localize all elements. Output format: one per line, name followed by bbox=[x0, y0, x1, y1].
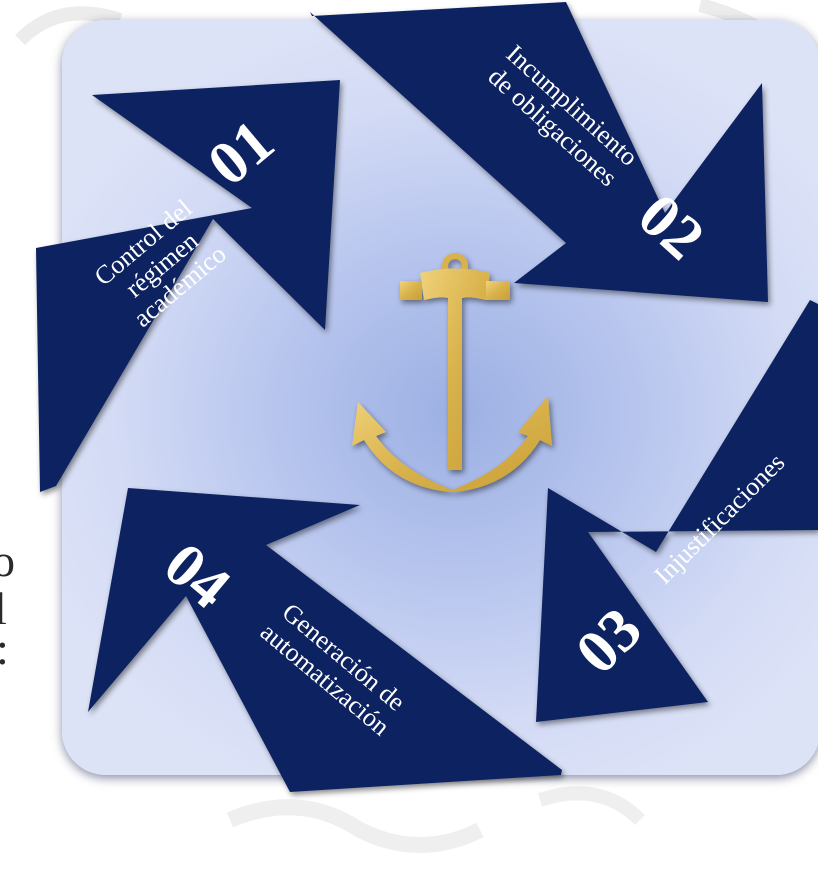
step-03-arrow bbox=[536, 300, 818, 722]
edge-text-3: : bbox=[0, 626, 9, 672]
anchor-icon bbox=[352, 253, 552, 492]
edge-text-2: l bbox=[0, 583, 7, 634]
edge-text-1: o bbox=[0, 535, 15, 586]
step-01-arrow bbox=[36, 80, 340, 492]
step-02-arrow bbox=[310, 2, 768, 302]
step-04-arrow bbox=[88, 488, 562, 792]
